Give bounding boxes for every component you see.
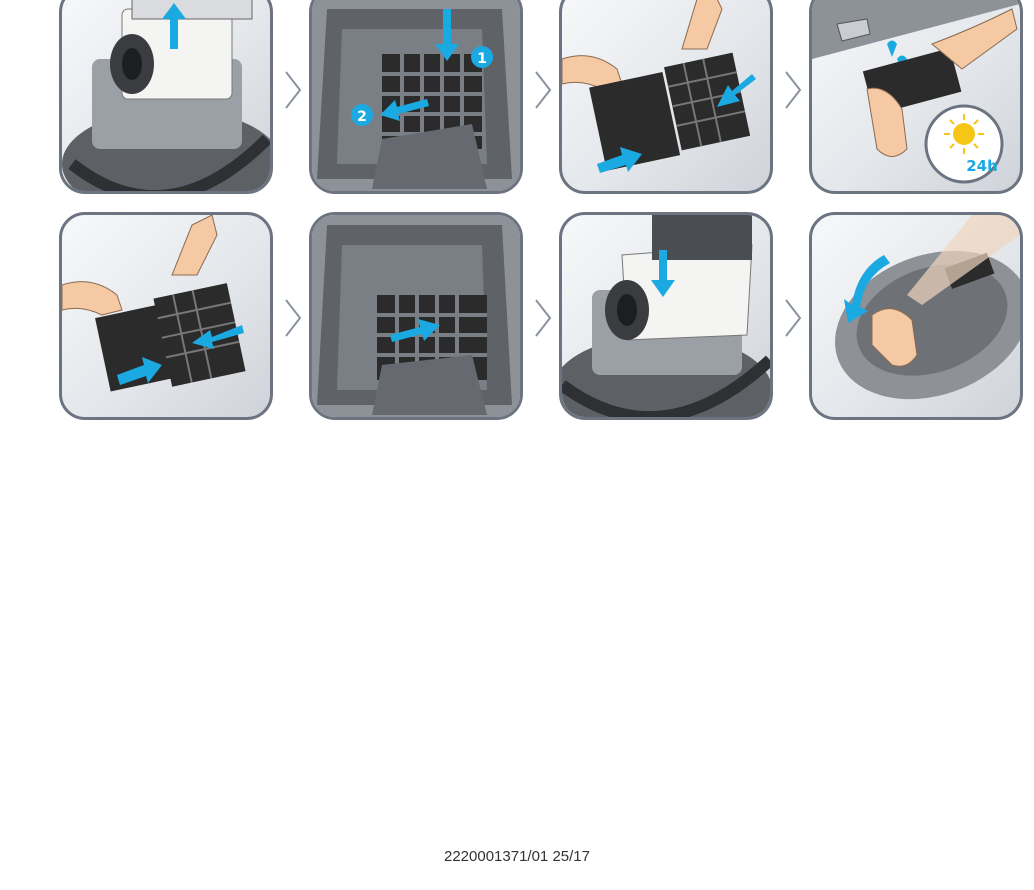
- hand-icon: [682, 0, 722, 49]
- step-6-illustration: [312, 215, 520, 417]
- step-6-insert-filter-panel: [309, 212, 523, 420]
- step-1-remove-bag-panel: [59, 0, 273, 194]
- step-5-illustration: [62, 215, 270, 417]
- document-code: 2220001371/01 25/17: [0, 848, 1034, 865]
- step-separator: [782, 298, 804, 338]
- step-1-illustration: [62, 0, 270, 191]
- step-7-illustration: [562, 215, 770, 417]
- step-5-join-filter-panel: [59, 212, 273, 420]
- hand-icon: [172, 215, 217, 275]
- step-separator: [782, 70, 804, 110]
- step-8-illustration: [812, 215, 1020, 417]
- step-3-illustration: [562, 0, 770, 191]
- step-4-wash-dry-panel: 24h: [809, 0, 1023, 194]
- step-2-illustration: 1 2: [312, 0, 520, 191]
- hand-icon: [62, 282, 122, 315]
- dry-time-label: 24h: [966, 157, 998, 175]
- sun-icon: [953, 123, 975, 145]
- step-3-separate-filter-panel: [559, 0, 773, 194]
- step-separator: [282, 70, 304, 110]
- step-8-close-lid-panel: [809, 212, 1023, 420]
- lid-icon: [132, 0, 252, 19]
- water-drop-icon: [887, 41, 897, 58]
- step-separator: [532, 70, 554, 110]
- step-4-illustration: 24h: [812, 0, 1020, 191]
- step-separator: [282, 298, 304, 338]
- step-7-insert-bag-panel: [559, 212, 773, 420]
- step-2-remove-filter-panel: 1 2: [309, 0, 523, 194]
- badge-1-label: 1: [477, 51, 487, 67]
- step-separator: [532, 298, 554, 338]
- badge-2-label: 2: [357, 109, 367, 125]
